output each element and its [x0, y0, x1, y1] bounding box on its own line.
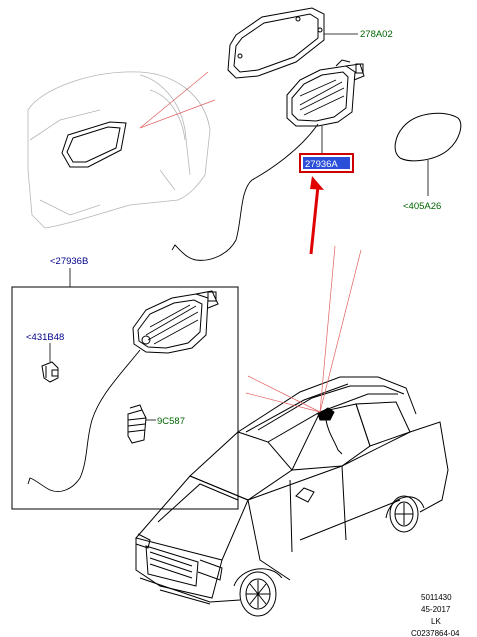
vehicle-drawing: [135, 376, 449, 617]
part-label-27936a[interactable]: 27936A: [305, 159, 338, 170]
housing-seal-drawing: [227, 7, 325, 79]
part-label-431b48[interactable]: <431B48: [26, 332, 64, 343]
illustration-reference: 5011430 45-2017 LK C0237864-04: [411, 593, 460, 637]
wheel-arch-panel-drawing: [27, 71, 211, 229]
part-label-27936b[interactable]: <27936B: [50, 256, 88, 267]
boxed-flap-assembly-drawing: [132, 290, 219, 354]
leader-lines: [139, 71, 362, 413]
grommet-drawing: [127, 404, 147, 444]
part-label-405a26[interactable]: <405A26: [403, 201, 441, 212]
actuator-drawing: [41, 361, 59, 383]
illustration-ref-line3: LK: [431, 617, 441, 626]
pointer-arrow: [309, 176, 324, 255]
release-cable-top: [171, 123, 319, 261]
callout-connectors: [49, 33, 429, 421]
illustration-ref-line1: 5011430: [421, 593, 452, 602]
flap-panel-drawing: [394, 112, 462, 162]
illustration-ref-line4: C0237864-04: [411, 629, 460, 637]
part-label-278a02[interactable]: 278A02: [360, 29, 393, 40]
illustration-ref-line2: 45-2017: [421, 605, 451, 614]
part-label-9c587[interactable]: 9C587: [157, 416, 185, 427]
boxed-release-cable: [27, 349, 141, 492]
callout-box: [11, 286, 239, 510]
fuel-flap-assembly-drawing: [286, 59, 365, 127]
panel-flap-opening: [61, 121, 127, 168]
vehicle-fuel-flap-location: [317, 407, 343, 455]
part-label-27936a-selected[interactable]: 27936A: [299, 153, 354, 173]
